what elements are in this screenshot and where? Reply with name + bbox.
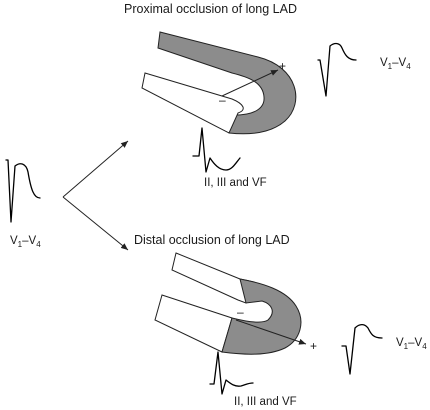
top-minus-sign: – [219, 93, 226, 107]
bottom-minus-sign: – [237, 305, 244, 319]
left-lead-label: V1–V4 [10, 235, 41, 249]
bottom-right-ecg-trace [341, 323, 383, 375]
bottom-panel: Distal occlusion of long LAD + – V1–V4 I… [134, 233, 427, 408]
top-inferior-ecg-trace [192, 127, 241, 173]
bottom-normal-wall-upper [171, 252, 255, 304]
top-right-ecg-trace [317, 42, 357, 97]
top-inferior-lead-label: II, III and VF [204, 177, 267, 189]
bottom-panel-title: Distal occlusion of long LAD [134, 233, 290, 247]
top-panel: Proximal occlusion of long LAD + – V1–V4… [124, 2, 411, 189]
bottom-inferior-lead-label: II, III and VF [234, 396, 297, 408]
bottom-right-lead-label: V1–V4 [396, 337, 427, 351]
bottom-vector-arrow [235, 319, 307, 345]
top-plus-sign: + [279, 59, 286, 73]
arrow-to-distal [62, 196, 129, 251]
top-panel-title: Proximal occlusion of long LAD [124, 2, 297, 16]
top-vector-arrow [221, 69, 279, 97]
left-ecg-trace [5, 159, 41, 223]
bottom-ventricle [154, 252, 302, 355]
top-normal-wall [141, 72, 244, 134]
top-ventricle [141, 31, 297, 135]
top-right-lead-label: V1–V4 [380, 57, 411, 71]
left-panel: V1–V4 [5, 140, 129, 251]
bottom-plus-sign: + [310, 339, 317, 353]
bottom-normal-wall-lower [154, 294, 233, 353]
bottom-inferior-ecg-trace [209, 351, 254, 395]
arrow-to-proximal [62, 140, 129, 198]
